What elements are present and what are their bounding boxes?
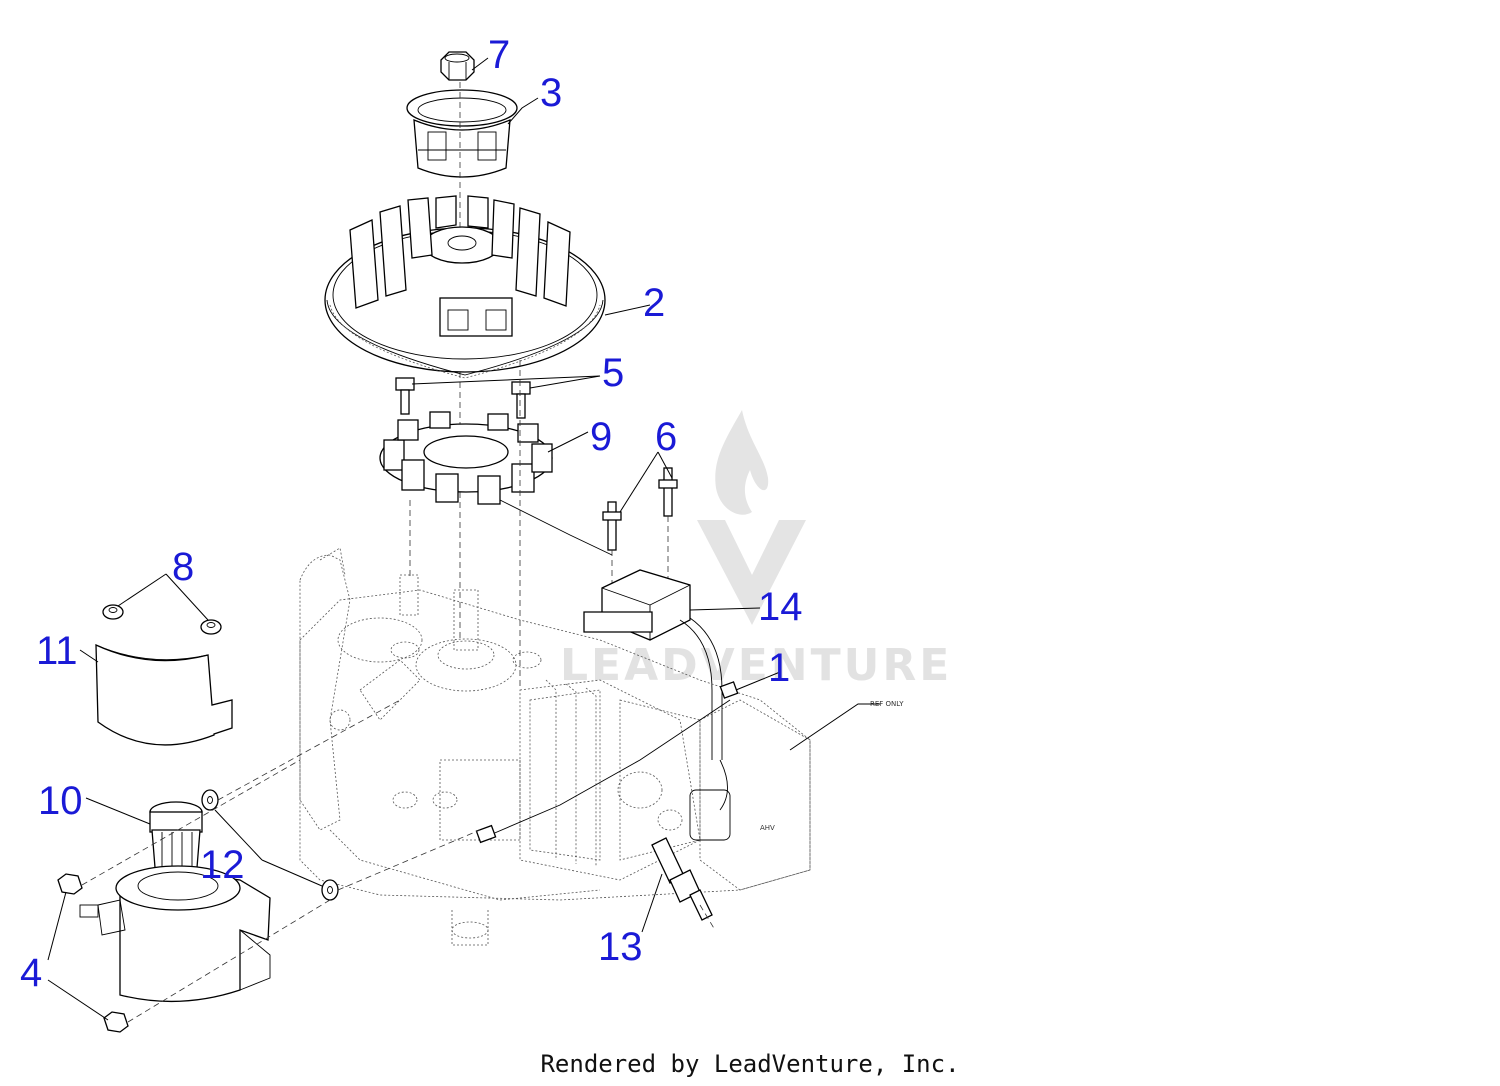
callout-4: 4 <box>20 951 42 995</box>
engine-block: AHV <box>299 360 811 946</box>
callout-11: 11 <box>36 629 78 673</box>
starter-bolts <box>57 873 129 1033</box>
callout-1: 1 <box>768 646 790 690</box>
callout-13: 13 <box>598 925 643 969</box>
ref-only-note: REF ONLY <box>870 700 904 708</box>
flywheel <box>324 195 606 379</box>
shield-nuts <box>102 604 222 635</box>
starter-heat-shield <box>95 643 233 746</box>
callout-3: 3 <box>540 71 562 115</box>
leader-lines <box>47 57 880 1021</box>
callout-8: 8 <box>172 545 194 589</box>
callout-12: 12 <box>200 843 245 887</box>
render-credit: Rendered by LeadVenture, Inc. <box>540 1050 960 1078</box>
callout-14: 14 <box>758 585 803 629</box>
callout-9: 9 <box>590 415 612 459</box>
callout-2: 2 <box>643 281 665 325</box>
ignition-module <box>583 569 723 760</box>
flywheel-nut <box>440 51 475 81</box>
callout-7: 7 <box>488 33 510 77</box>
stator <box>379 411 613 556</box>
starter-cup <box>406 89 518 178</box>
ignition-coil-studs <box>602 467 678 585</box>
callout-labels: 7 3 2 5 9 6 8 11 14 1 10 12 4 13 <box>20 33 803 995</box>
flywheel-bolts <box>395 377 531 419</box>
electric-starter <box>79 801 271 1003</box>
callout-5: 5 <box>602 351 624 395</box>
engine-brand-mark: AHV <box>760 824 775 832</box>
leadventure-watermark: LEADVENTURE <box>560 410 949 691</box>
callout-10: 10 <box>38 779 83 823</box>
callout-6: 6 <box>655 415 677 459</box>
ground-wire <box>475 681 739 844</box>
spark-plug <box>651 837 716 931</box>
